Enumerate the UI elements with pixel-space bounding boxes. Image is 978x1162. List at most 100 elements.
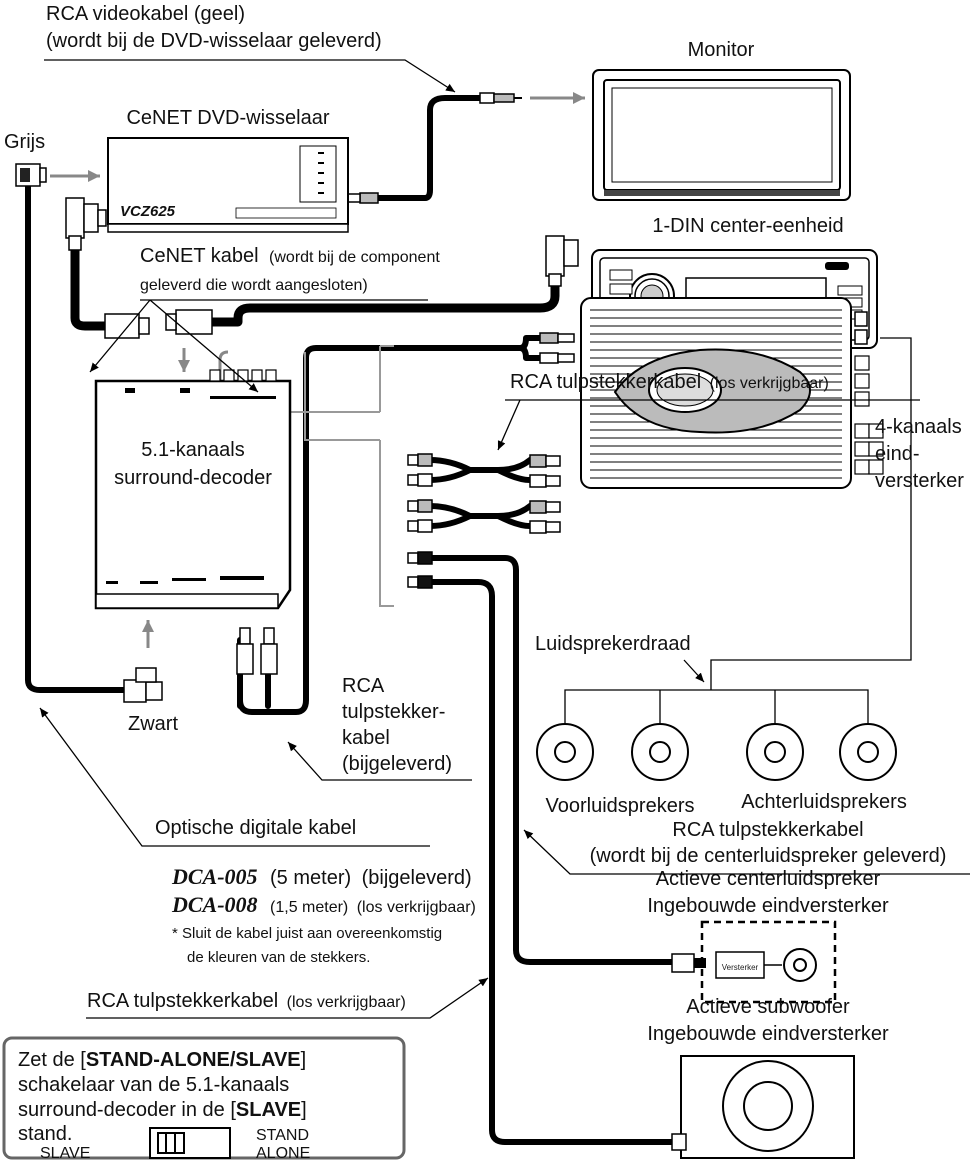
speaker-wire-pointer (683, 659, 705, 683)
rca-bottom-leader (86, 977, 489, 1019)
rca-amp-pair-2 (427, 503, 533, 529)
optical-cable (25, 181, 128, 693)
rca-supplied-split-2 (517, 345, 543, 361)
rca-supplied-line1: RCA (342, 675, 385, 697)
cenet-cable-note2: geleverd die wordt aangesloten) (140, 277, 368, 294)
stand-alone-slave-switch (149, 1127, 231, 1159)
cenet-cable-note1: (wordt bij de component (269, 249, 440, 266)
slave-note-box: Zet de [STAND-ALONE/SLAVE] schakelaar va… (2, 1036, 406, 1162)
dvd-changer-label: CeNET DVD-wisselaar (126, 107, 329, 129)
dca005-desc2: (bijgeleverd) (362, 867, 472, 889)
monitor (592, 69, 851, 201)
cenet-leader-right (149, 299, 259, 393)
rca-amp-pair-1 (427, 457, 533, 483)
active-sub-line2: Ingebouwde eindversterker (647, 1023, 889, 1045)
active-center-line1: Actieve centerluidspreker (656, 868, 881, 890)
black-label: Zwart (128, 713, 178, 735)
cenet-cable-label: CeNET kabel (wordt bij de component (140, 245, 440, 267)
cenet-cable-center (207, 269, 560, 327)
decoder-label-line2: surround-decoder (114, 467, 272, 489)
rca-supplied-leader (287, 741, 472, 781)
cenet-plug-dvd (65, 197, 107, 251)
amp-label-line2: eind- (875, 443, 919, 465)
grey-label: Grijs (4, 131, 45, 153)
front-speakers-label: Voorluidsprekers (546, 795, 695, 817)
note-box-line1: Zet de [STAND-ALONE/SLAVE] (18, 1049, 306, 1071)
active-center-speaker (671, 920, 837, 1004)
surround-decoder (94, 369, 292, 675)
rca-supplied-line2: tulpstekker- (342, 701, 445, 723)
rca-supplied-line3: kabel (342, 727, 390, 749)
rca-top-pointer (497, 399, 521, 451)
rca-top-note: (los verkrijgbaar) (710, 375, 829, 392)
note-box-line1-post: ] (301, 1049, 307, 1071)
dvd-model-label: VCZ625 (120, 203, 176, 220)
dca008-desc1: (1,5 meter) (270, 899, 348, 916)
rca-video-label-line1: RCA videokabel (geel) (46, 3, 245, 25)
cenet-plugs-decoder (104, 309, 213, 339)
rca-video-cable (375, 95, 483, 201)
cables (25, 95, 912, 1145)
dca005-desc1: (5 meter) (270, 867, 351, 889)
rca-top-label: RCA tulpstekkerkabel (los verkrijgbaar) (510, 371, 829, 393)
note-box-line1-bold: STAND-ALONE/SLAVE (86, 1049, 301, 1071)
switch-slave-label: SLAVE (40, 1145, 90, 1162)
speaker-wire-main (710, 337, 912, 690)
dca005-label: DCA-005 (5 meter) (bijgeleverd) (171, 864, 472, 889)
rca-plugs-center (539, 332, 575, 364)
amplifier-box-label: Versterker (722, 963, 759, 972)
center-unit-label: 1-DIN center-eenheid (652, 215, 843, 237)
black-optical-plug (123, 667, 163, 703)
decoder-label-line1: 5.1-kanaals (141, 439, 244, 461)
cenet-leader-left (89, 299, 151, 373)
rca-top-main: RCA tulpstekkerkabel (510, 371, 701, 393)
cenet-plug-center (545, 235, 579, 287)
note-box-line1-pre: Zet de [ (18, 1049, 86, 1071)
rca-center-line1: RCA tulpstekkerkabel (672, 819, 863, 841)
note-line1: * Sluit de kabel juist aan overeenkomsti… (172, 925, 442, 942)
active-sub-line1: Actieve subwoofer (686, 996, 850, 1018)
dvd-changer (107, 137, 349, 233)
speakers (536, 723, 897, 781)
amp-label-line1: 4-kanaals (875, 416, 962, 438)
rca-video-label-line2: (wordt bij de DVD-wisselaar geleverd) (46, 30, 382, 52)
rca-video-leader (44, 59, 456, 93)
switch-alone-label: ALONE (256, 1145, 310, 1162)
note-box-line3-bold: SLAVE (236, 1099, 301, 1121)
speaker-wire-label: Luidsprekerdraad (535, 633, 691, 655)
cenet-cable-dvd (70, 233, 110, 331)
optical-cable-leader (39, 707, 430, 847)
rca-bottom-note: (los verkrijgbaar) (287, 994, 406, 1011)
rca-supplied-cable (237, 345, 523, 715)
active-subwoofer (671, 1055, 855, 1159)
rca-center-leader (523, 829, 970, 875)
dca005-model: DCA-005 (171, 864, 258, 889)
speaker-wire-drop (659, 690, 776, 735)
amplifier (580, 297, 884, 489)
speaker-wire-branch (564, 689, 869, 735)
rca-bottom-label: RCA tulpstekkerkabel (los verkrijgbaar) (87, 990, 406, 1012)
switch-stand-label: STAND (256, 1127, 309, 1144)
note-box-line3: surround-decoder in de [SLAVE] (18, 1099, 307, 1121)
grey-optical-plug (15, 163, 47, 187)
rear-speakers-label: Achterluidsprekers (741, 791, 907, 813)
rca-center-line2: (wordt bij de centerluidspreker geleverd… (590, 845, 947, 867)
rca-plug-group (407, 453, 561, 589)
monitor-label: Monitor (688, 39, 755, 61)
note-box-line3-pre: surround-decoder in de [ (18, 1099, 236, 1121)
note-line2: de kleuren van de stekkers. (187, 949, 370, 966)
rca-bottom-main: RCA tulpstekkerkabel (87, 990, 278, 1012)
dca008-model: DCA-008 (171, 892, 258, 917)
rca-supplied-line4: (bijgeleverd) (342, 753, 452, 775)
note-box-line3-post: ] (301, 1099, 307, 1121)
dca008-label: DCA-008 (1,5 meter) (los verkrijgbaar) (171, 892, 476, 917)
rca-subwoofer-cable (429, 579, 675, 1145)
cenet-cable-main: CeNET kabel (140, 245, 259, 267)
bracket-rca-group (304, 345, 394, 607)
note-box-line2: schakelaar van de 5.1-kanaals (18, 1074, 289, 1096)
amp-label-line3: versterker (875, 470, 964, 492)
rca-center-cable (429, 555, 675, 965)
note-box-line4: stand. (18, 1123, 72, 1145)
